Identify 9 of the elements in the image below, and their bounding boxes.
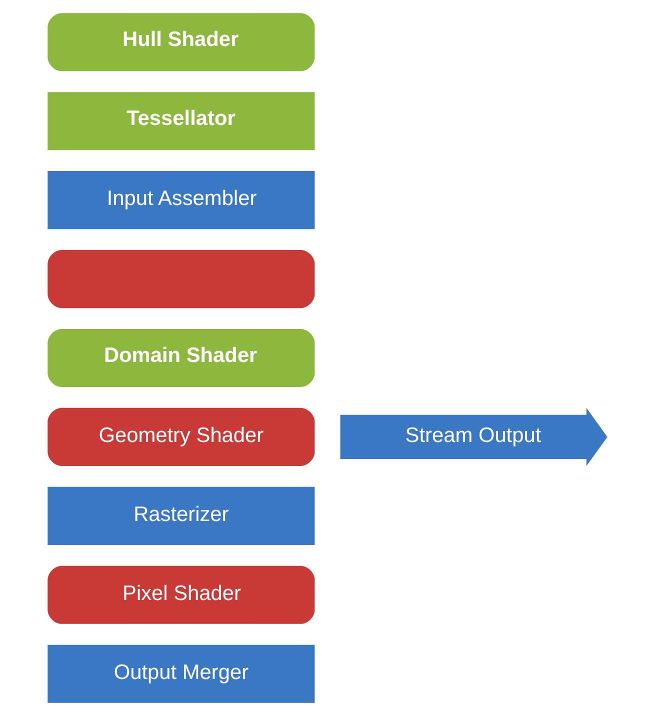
node-box: Pixel Shader [47, 566, 314, 624]
node-box: Input Assembler [47, 171, 314, 230]
node-box [47, 250, 314, 308]
node-box: Output Merger [47, 644, 314, 703]
node-box: Tessellator [47, 92, 314, 150]
node-box: Domain Shader [47, 328, 314, 388]
node-box: Hull Shader [47, 13, 314, 72]
node-box: Geometry Shader [47, 408, 314, 466]
node-box: Rasterizer [47, 486, 314, 545]
